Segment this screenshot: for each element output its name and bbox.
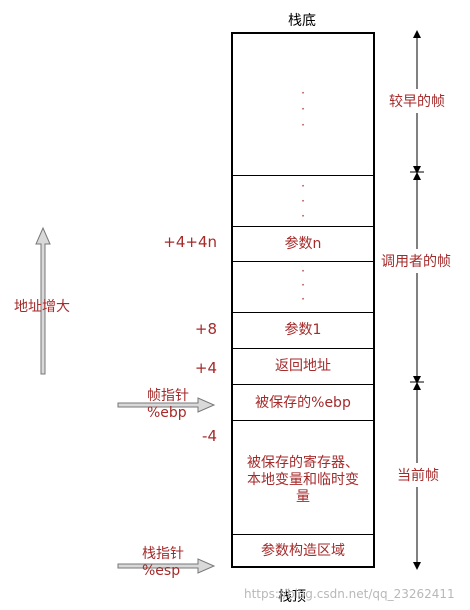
address-increase-arrow (35, 226, 51, 375)
separator (233, 384, 373, 385)
stack-pointer-arrow (117, 558, 216, 574)
separator (233, 348, 373, 349)
offset-below-ebp: -4 (202, 427, 217, 445)
separator (233, 175, 373, 176)
stack-pointer-name: 栈指针 (142, 546, 184, 562)
cell-saved-ebp: 被保存的%ebp (255, 395, 351, 411)
ellipsis-dot: · (301, 118, 305, 132)
separator (233, 420, 373, 421)
offset-param-n: +4+4n (163, 233, 217, 251)
frame-pointer-label: 帧指针 %ebp (147, 388, 189, 422)
ellipsis-dot: · (301, 264, 305, 278)
ellipsis-dot: · (301, 102, 305, 116)
cell-param-1: 参数1 (284, 322, 322, 338)
ellipsis-dot: · (301, 179, 305, 193)
frame-pointer-arrow (117, 397, 216, 413)
ellipsis-dot: · (301, 278, 305, 292)
ellipsis-dot: · (301, 209, 305, 223)
cell-param-n: 参数n (284, 236, 322, 252)
offset-param-1: +8 (194, 320, 217, 338)
stack-pointer-label: 栈指针 %esp (142, 546, 184, 580)
ellipsis-dot: · (301, 194, 305, 208)
cell-return-address: 返回地址 (275, 358, 331, 374)
stack-diagram: · · · · · · 参数n · · · 参数1 返回地址 被保存的%ebp … (231, 32, 375, 568)
watermark: https://blog.csdn.net/qq_23262411 (244, 587, 455, 601)
cell-argument-build-area: 参数构造区域 (261, 543, 345, 559)
separator (233, 312, 373, 313)
frame-label-caller: 调用者的帧 (378, 249, 454, 273)
ellipsis-dot: · (301, 86, 305, 100)
offset-return-address: +4 (194, 359, 217, 377)
stack-pointer-register: %esp (142, 563, 181, 579)
frame-label-current: 当前帧 (394, 463, 442, 487)
frame-pointer-register: %ebp (147, 405, 187, 421)
separator (233, 226, 373, 227)
ellipsis-dot: · (301, 292, 305, 306)
frame-pointer-name: 帧指针 (147, 388, 189, 404)
address-increase-label: 地址增大 (14, 299, 70, 315)
stack-bottom-label: 栈底 (288, 13, 316, 29)
stack-top-label: 栈顶 (278, 589, 306, 605)
frame-label-earlier: 较早的帧 (386, 89, 448, 113)
cell-saved-registers: 被保存的寄存器、本地变量和临时变量 (247, 455, 359, 505)
separator (233, 534, 373, 535)
separator (233, 261, 373, 262)
